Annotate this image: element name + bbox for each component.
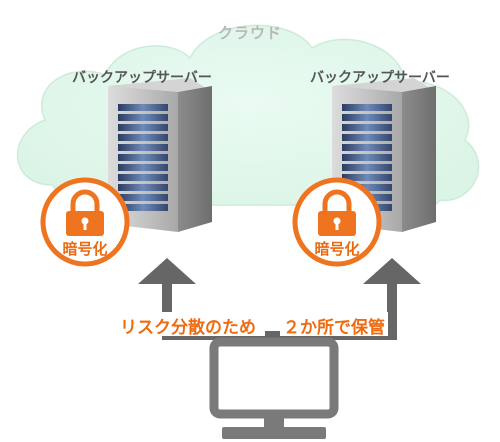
server-right-label: バックアップサーバー	[310, 70, 450, 86]
arrow-head-left	[138, 258, 196, 284]
server-left-label: バックアップサーバー	[72, 70, 212, 86]
lock-right-label: 暗号化	[314, 240, 360, 258]
arrows	[115, 258, 421, 345]
padlock-icon	[66, 189, 104, 236]
caption-right: ２か所で保管	[283, 318, 385, 338]
padlock-icon	[318, 189, 356, 236]
cloud-label: クラウド	[217, 24, 282, 42]
server-right	[332, 78, 436, 232]
lock-badge-left	[40, 177, 130, 267]
caption-left: リスク分散のため	[120, 318, 256, 338]
monitor-icon	[209, 337, 339, 439]
lock-badge-right	[292, 177, 382, 267]
server-left-slots	[118, 104, 168, 211]
server-left	[108, 78, 212, 232]
arrow-head-right	[363, 258, 421, 284]
lock-left-label: 暗号化	[62, 240, 108, 258]
